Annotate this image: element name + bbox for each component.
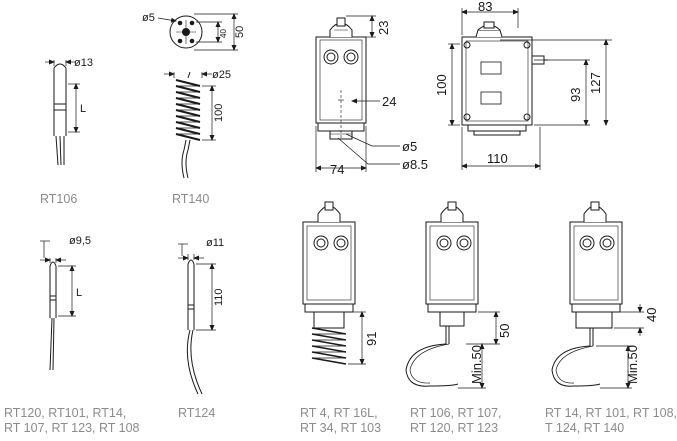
body-d5-label: ø5 (402, 139, 417, 154)
rt106b-min50-label: Min.50 (469, 345, 484, 384)
rt106-unit-drawing (405, 201, 500, 389)
rt124-length-label: 110 (213, 288, 225, 306)
rt4-caption-line1: RT 4, RT 16L, (300, 406, 378, 420)
rt140-top-view-drawing (157, 13, 238, 51)
front-110-label: 110 (487, 151, 508, 166)
body-front-view-drawing (448, 8, 612, 170)
rt106-length-label: L (80, 103, 86, 115)
rt124-caption: RT124 (178, 406, 216, 420)
rt140-caption: RT140 (172, 192, 210, 206)
rt140-top-diameter-label: ø5 (142, 12, 155, 24)
front-100-label: 100 (434, 74, 449, 96)
rt4-91-label: 91 (364, 332, 379, 346)
body-74-label: 74 (330, 162, 344, 177)
front-127-label: 127 (588, 72, 603, 94)
rt106-diameter-label: ø13 (74, 57, 93, 69)
body-side-view-drawing (315, 15, 400, 172)
rt120-length-label: L (76, 287, 82, 299)
rt106b-caption-line1: RT 106, RT 107, (410, 406, 502, 420)
rt124-sensor-drawing (178, 243, 216, 395)
rt120-caption-line1: RT120, RT101, RT14, (4, 406, 127, 420)
rt14-unit-drawing (551, 201, 644, 389)
rt4-unit-drawing (302, 201, 366, 365)
body-d8-label: ø8.5 (402, 157, 428, 172)
rt140-top-50-label: 50 (234, 26, 246, 38)
front-83-label: 83 (478, 0, 492, 14)
rt124-diameter-label: ø11 (206, 237, 224, 249)
rt120-diameter-label: ø9,5 (69, 235, 91, 247)
rt106-sensor-drawing (45, 59, 80, 166)
body-23-label: 23 (376, 21, 391, 35)
rt14-caption-line1: RT 14, RT 101, RT 108, (545, 406, 677, 420)
rt14-40-label: 40 (644, 308, 659, 322)
rt106-caption: RT106 (40, 192, 78, 206)
rt140-diameter-label: ø25 (212, 69, 231, 81)
rt140-coil-drawing (164, 71, 216, 179)
rt120-caption-line2: RT 107, RT 123, RT 108 (4, 421, 140, 435)
rt14-min50-label: Min.50 (625, 345, 640, 384)
rt120-sensor-drawing (40, 240, 76, 371)
rt14-caption-line2: T 124, RT 140 (545, 421, 625, 435)
rt140-length-label: 100 (213, 104, 225, 122)
rt140-top-40-label: 40 (219, 29, 228, 38)
rt106b-caption-line2: RT 120, RT 123 (410, 421, 499, 435)
rt106b-50-label: 50 (497, 324, 512, 338)
rt4-caption-line2: RT 34, RT 103 (300, 421, 382, 435)
body-24-label: 24 (382, 94, 396, 109)
front-93-label: 93 (568, 88, 583, 102)
